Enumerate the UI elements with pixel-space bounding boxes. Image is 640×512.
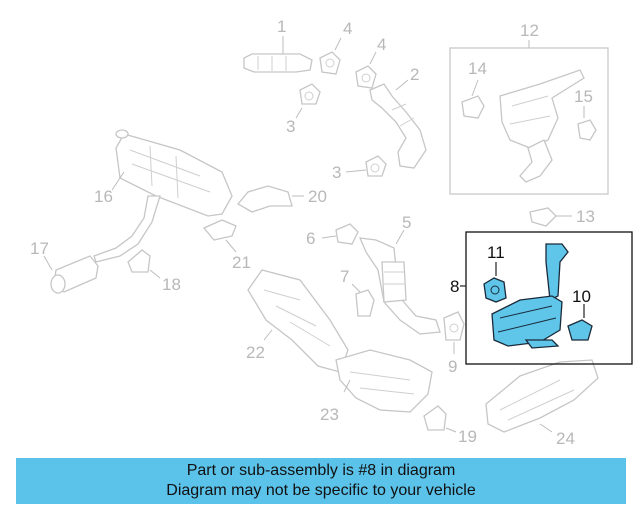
callout-3b: 3 — [332, 163, 341, 182]
callout-5: 5 — [402, 213, 411, 232]
part-5-catalytic-converter[interactable]: 5 — [358, 213, 441, 335]
part-16-rear-muffler[interactable]: 16 — [93, 129, 233, 263]
callout-15: 15 — [574, 87, 593, 106]
callout-12: 12 — [520, 21, 539, 40]
callout-10: 10 — [572, 287, 591, 306]
banner-line-1: Part or sub-assembly is #8 in diagram — [186, 462, 456, 479]
part-1-front-pipe[interactable]: 1 — [243, 17, 313, 73]
part-19-hanger[interactable]: 19 — [423, 405, 477, 446]
part-6-gasket[interactable]: 6 — [306, 223, 359, 248]
part-22-heat-shield[interactable]: 22 — [246, 269, 349, 373]
part-9-gasket[interactable]: 9 — [443, 311, 465, 376]
callout-23: 23 — [320, 405, 339, 424]
callout-1: 1 — [277, 17, 286, 36]
callout-8: 8 — [450, 277, 459, 296]
part-21-hanger[interactable]: 21 — [202, 219, 251, 272]
part-12-subassembly-box[interactable]: 12 14 15 — [449, 21, 609, 195]
part-13-gasket[interactable]: 13 — [529, 207, 595, 227]
callout-19: 19 — [458, 427, 477, 446]
callout-4b: 4 — [377, 35, 386, 54]
callout-2: 2 — [410, 65, 419, 84]
callout-13: 13 — [576, 207, 595, 226]
callout-17: 17 — [30, 239, 49, 258]
part-8-muffler-assembly[interactable] — [491, 243, 569, 349]
callout-11: 11 — [487, 243, 505, 262]
callout-18: 18 — [162, 275, 181, 294]
callout-24: 24 — [556, 429, 575, 448]
callout-6: 6 — [306, 229, 315, 248]
part-4-gasket-lower[interactable]: 4 — [355, 35, 386, 89]
part-8-highlight-box[interactable]: 8 — [450, 231, 633, 365]
callout-7: 7 — [340, 267, 349, 286]
info-banner: Part or sub-assembly is #8 in diagram Di… — [16, 458, 626, 504]
part-3-gasket-upper[interactable]: 3 — [286, 83, 321, 136]
callout-16: 16 — [94, 187, 113, 206]
part-3-gasket-lower[interactable]: 3 — [332, 155, 387, 182]
callout-9: 9 — [448, 357, 457, 376]
callout-22: 22 — [246, 343, 265, 362]
callout-20: 20 — [308, 187, 327, 206]
part-23-heat-shield[interactable]: 23 — [320, 349, 433, 424]
part-4-gasket-upper[interactable]: 4 — [319, 19, 352, 75]
part-10-hanger[interactable]: 10 — [567, 287, 593, 341]
callout-4a: 4 — [343, 19, 352, 38]
part-20-pipe[interactable]: 20 — [237, 185, 327, 213]
part-2-pipe[interactable]: 2 — [369, 65, 427, 169]
banner-line-2: Diagram may not be specific to your vehi… — [166, 482, 476, 499]
part-11-hanger[interactable]: 11 — [483, 243, 507, 303]
callout-14: 14 — [468, 59, 487, 78]
part-17-tail-pipe-tip[interactable]: 17 — [30, 239, 99, 294]
part-7-bracket[interactable]: 7 — [340, 267, 375, 317]
part-24-heat-shield[interactable]: 24 — [485, 359, 599, 448]
callout-3a: 3 — [286, 117, 295, 136]
part-18-hanger[interactable]: 18 — [127, 249, 181, 294]
callout-21: 21 — [232, 253, 251, 272]
exhaust-parts-diagram: 1 4 4 3 3 2 12 — [30, 17, 633, 448]
